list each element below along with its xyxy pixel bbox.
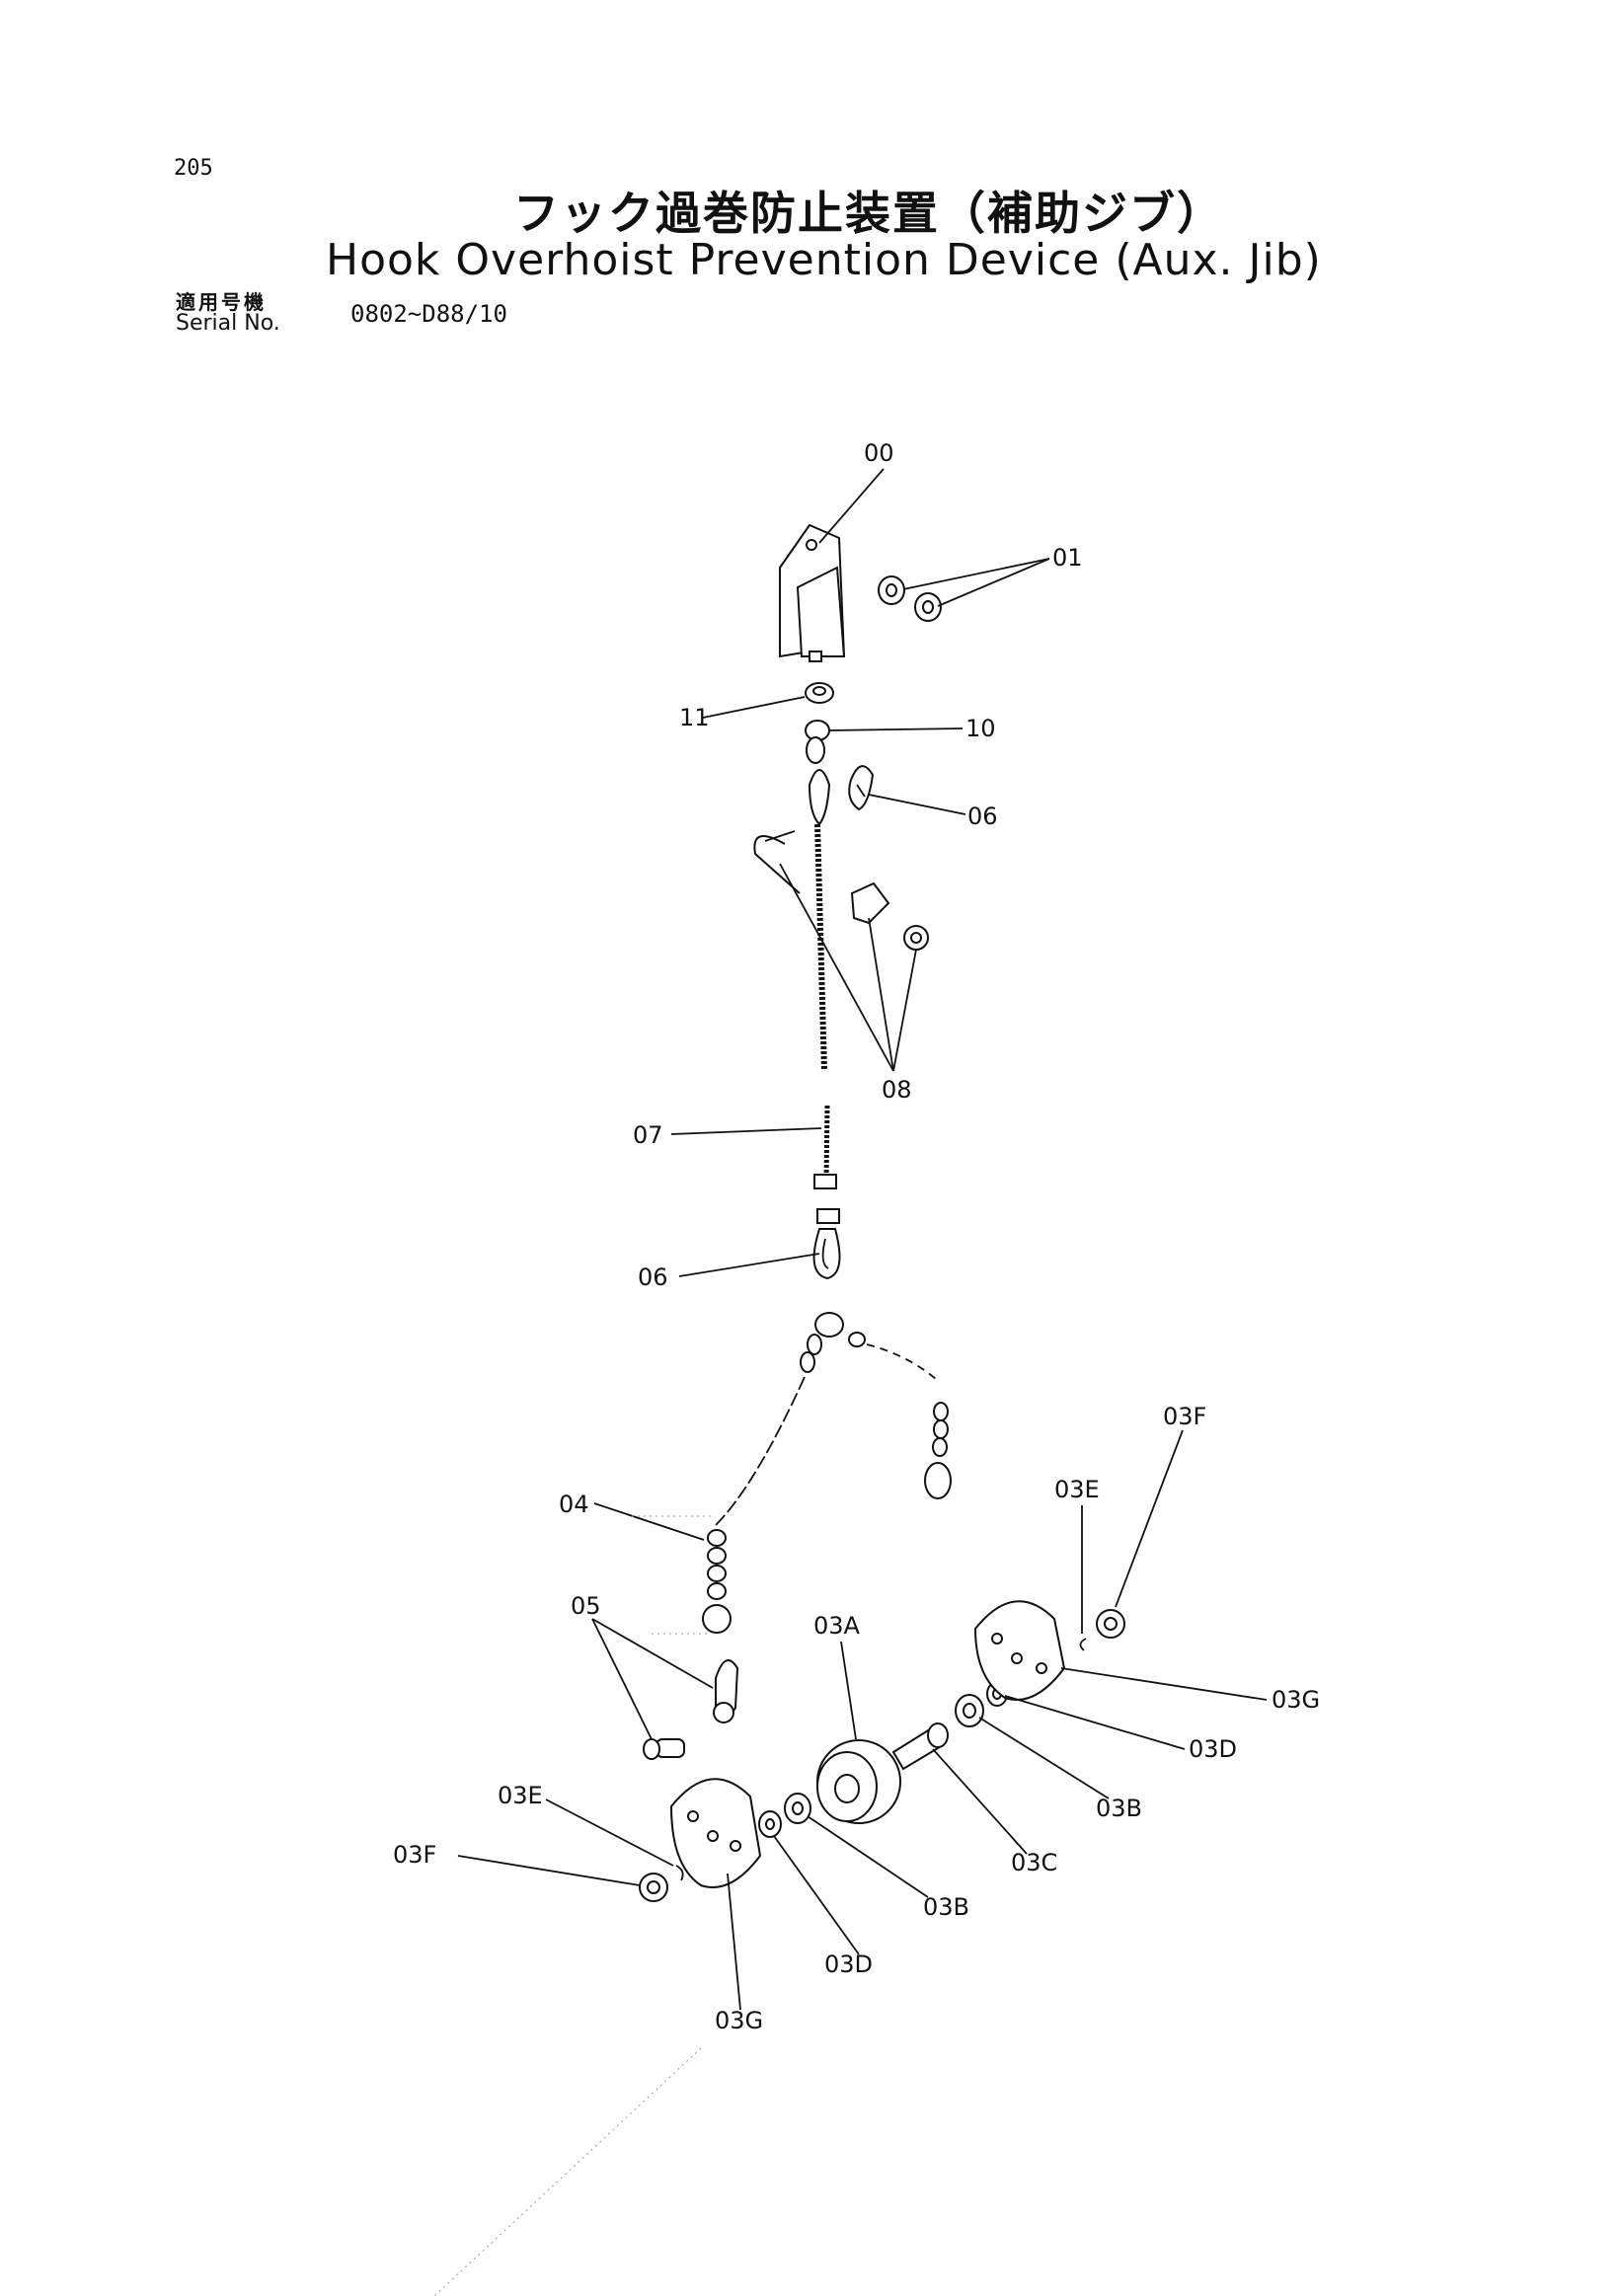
callout-03E-left: 03E [498, 1782, 543, 1809]
callout-03F-right: 03F [1163, 1403, 1206, 1430]
callout-11: 11 [679, 704, 710, 731]
callout-06-upper: 06 [967, 803, 998, 830]
part-03C-pin [891, 1722, 949, 1771]
serial-label-japanese: 適用号機 [176, 290, 267, 314]
callout-03B-right: 03B [1096, 1795, 1142, 1822]
callout-03A: 03A [813, 1612, 861, 1640]
part-03G-right-plate [973, 1600, 1066, 1701]
callout-04: 04 [559, 1491, 589, 1518]
part-wire-upper-thimble [808, 769, 831, 826]
part-03A-sheave [816, 1739, 901, 1824]
part-04-chain [702, 1312, 952, 1634]
page-number: 205 [174, 156, 213, 181]
part-03B-03D-right-spacers [955, 1681, 1008, 1727]
part-11-nut [805, 682, 834, 704]
callout-03E-right: 03E [1054, 1476, 1100, 1503]
part-07-wire-rope [814, 823, 830, 1181]
callout-06-lower: 06 [638, 1263, 668, 1291]
part-01-nuts [878, 575, 942, 622]
callout-01: 01 [1052, 544, 1083, 572]
part-03B-03D-left-spacers [758, 1793, 811, 1838]
serial-number-range: 0802~D88/10 [350, 300, 507, 328]
callout-07: 07 [633, 1121, 663, 1149]
callout-03D-left: 03D [824, 1951, 873, 1978]
leader-lines [433, 468, 1268, 2296]
part-10-eyebolt [805, 720, 830, 764]
callout-03C: 03C [1011, 1849, 1057, 1876]
part-08-u-bolt-set [753, 830, 929, 951]
callout-10: 10 [965, 715, 996, 742]
page-title-japanese: フック過巻防止装置（補助ジブ） [513, 187, 1224, 240]
part-06-lower-thimble [812, 1174, 841, 1280]
part-03G-left-plate [669, 1778, 762, 1888]
part-05-bracket-pin [643, 1659, 739, 1760]
callout-08: 08 [882, 1076, 912, 1104]
part-06-upper-clip [848, 765, 875, 811]
part-03E-03F-right [1079, 1609, 1125, 1651]
callout-03F-left: 03F [393, 1841, 436, 1869]
callout-03B-left: 03B [923, 1893, 969, 1921]
part-00-limit-switch-box [779, 523, 846, 662]
serial-label-english: Serial No. [176, 311, 280, 336]
callout-00: 00 [864, 439, 894, 467]
part-03E-03F-left [639, 1865, 684, 1902]
page-title-english: Hook Overhoist Prevention Device (Aux. J… [326, 235, 1322, 285]
callout-05: 05 [571, 1592, 601, 1620]
callout-03G-left: 03G [715, 2007, 763, 2034]
callout-03G-right: 03G [1272, 1686, 1320, 1714]
callout-03D-right: 03D [1189, 1735, 1237, 1763]
